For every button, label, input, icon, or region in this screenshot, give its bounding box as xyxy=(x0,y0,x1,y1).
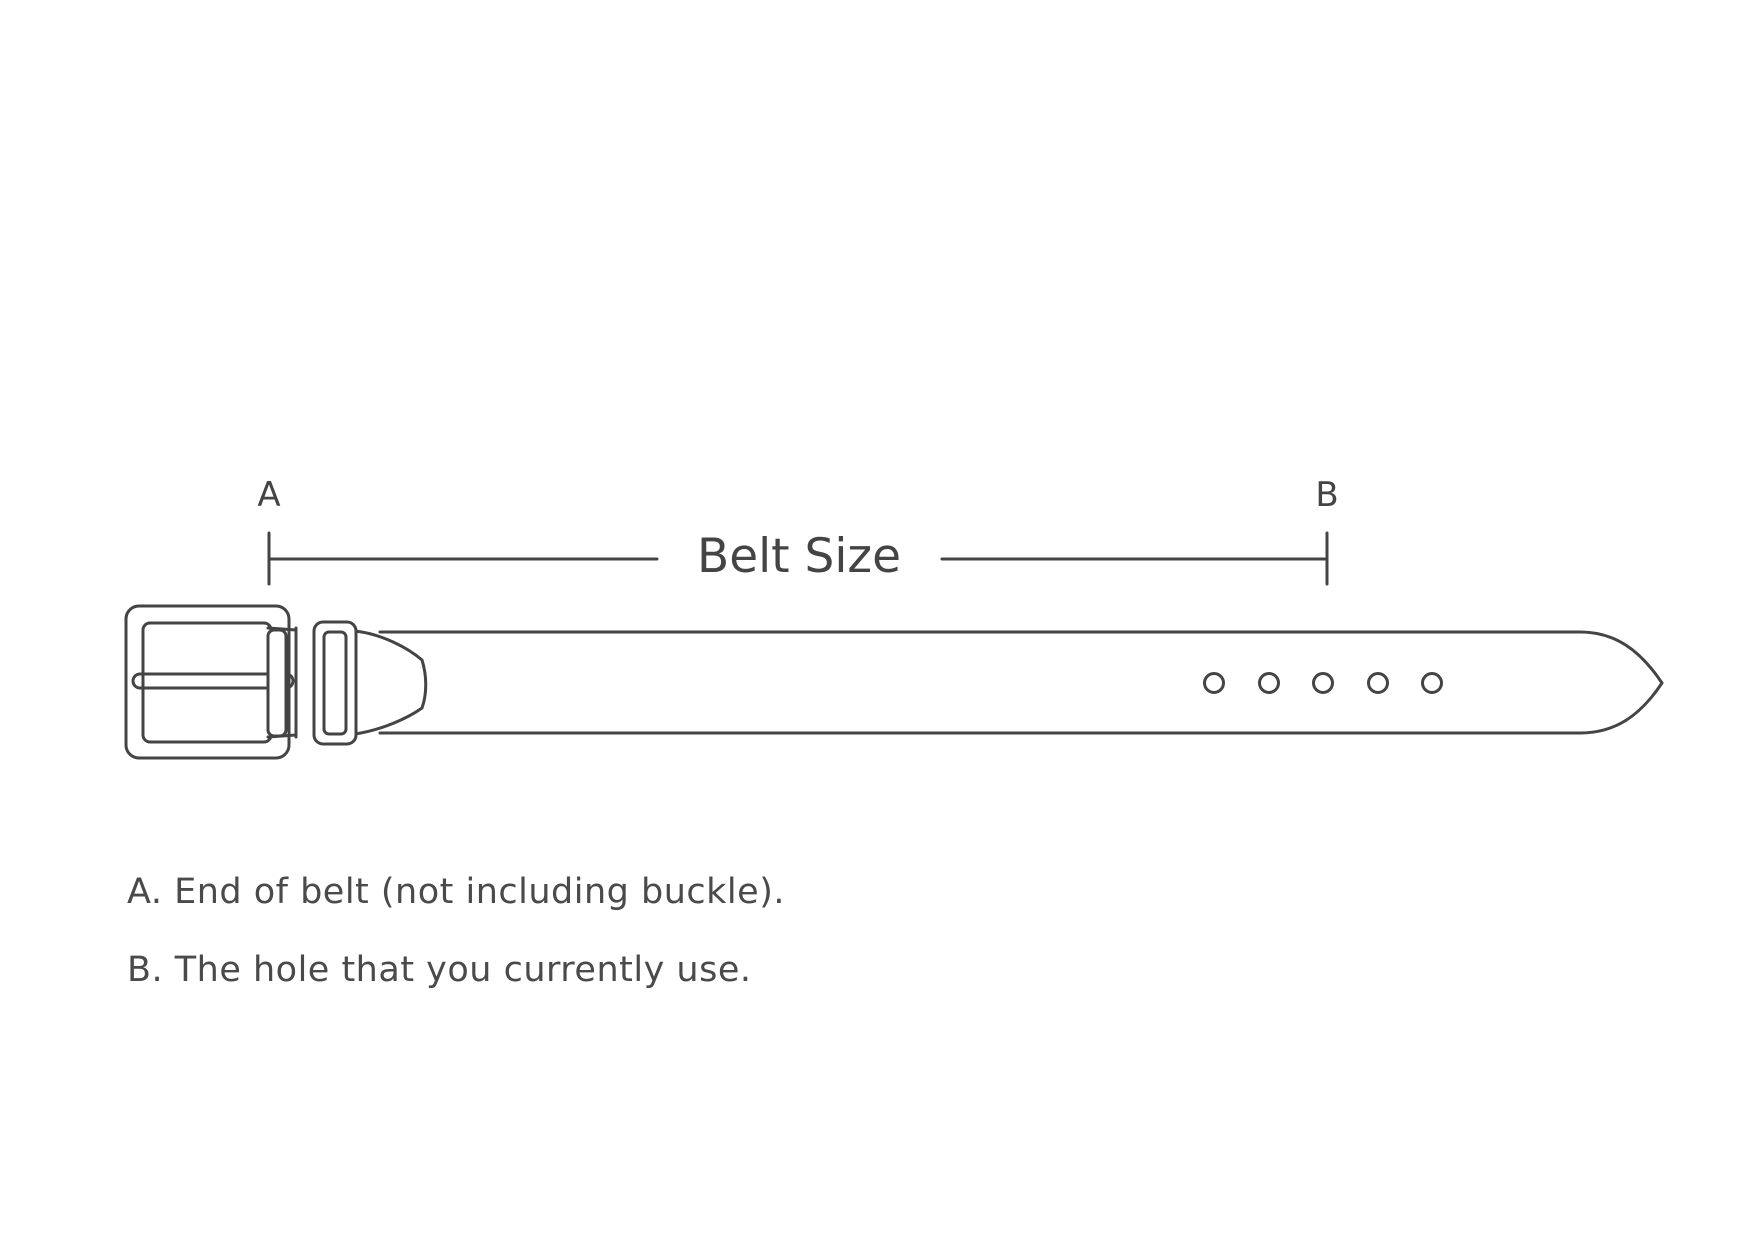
measurement-line xyxy=(267,531,1329,586)
buckle xyxy=(124,604,298,760)
belt-hole xyxy=(1367,672,1389,694)
belt-hole xyxy=(1203,672,1225,694)
belt-hole xyxy=(1421,672,1443,694)
belt-hole xyxy=(1312,672,1334,694)
belt-tip-cover xyxy=(353,629,428,736)
belt-hole xyxy=(1258,672,1280,694)
belt-size-label: Belt Size xyxy=(697,529,901,584)
legend-item-a: A. End of belt (not including buckle). xyxy=(127,872,785,912)
belt-holes xyxy=(1203,672,1443,694)
belt-strap xyxy=(378,630,1664,735)
buckle-prong-hinge xyxy=(266,628,288,738)
legend-item-b: B. The hole that you currently use. xyxy=(127,950,752,990)
belt-keeper-outer xyxy=(312,620,358,746)
marker-a-label: A xyxy=(257,475,280,515)
buckle-prong xyxy=(131,672,295,690)
belt-keeper-inner xyxy=(322,630,348,736)
buckle-frame-outer xyxy=(124,604,291,760)
marker-b-label: B xyxy=(1315,475,1338,515)
